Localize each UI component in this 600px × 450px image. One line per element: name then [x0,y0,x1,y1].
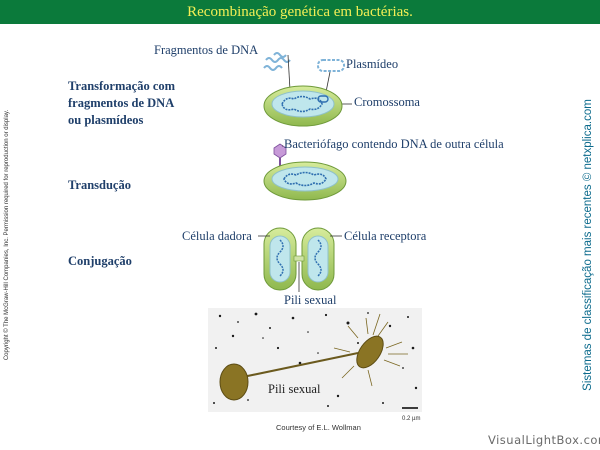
bacterial-cell-transduction [264,162,346,200]
label-sex-pili-photo: Pili sexual [268,382,320,397]
scale-bar-label: 0.2 µm [402,416,420,422]
bacterial-cell-transformation [264,86,342,126]
watermark: VisualLightBox.com [488,433,600,447]
label-donor-cell: Célula dadora [182,229,252,244]
label-sex-pili-diagram: Pili sexual [284,293,336,308]
plasmid-icon [318,60,344,71]
donor-cell [264,228,296,290]
label-bacteriophage: Bacteriófago contendo DNA de outra célul… [284,137,504,152]
label-chromosome: Cromossoma [354,95,420,110]
label-dna-fragments: Fragmentos de DNA [154,43,258,58]
label-plasmid: Plasmídeo [346,57,398,72]
sex-pilus-bridge [294,256,304,261]
label-recipient-cell: Célula receptora [344,229,426,244]
recipient-cell [302,228,334,290]
dna-fragment-icon [264,53,290,70]
plasmid-leader [326,72,330,92]
photo-credit: Courtesy of E.L. Wollman [276,423,361,432]
